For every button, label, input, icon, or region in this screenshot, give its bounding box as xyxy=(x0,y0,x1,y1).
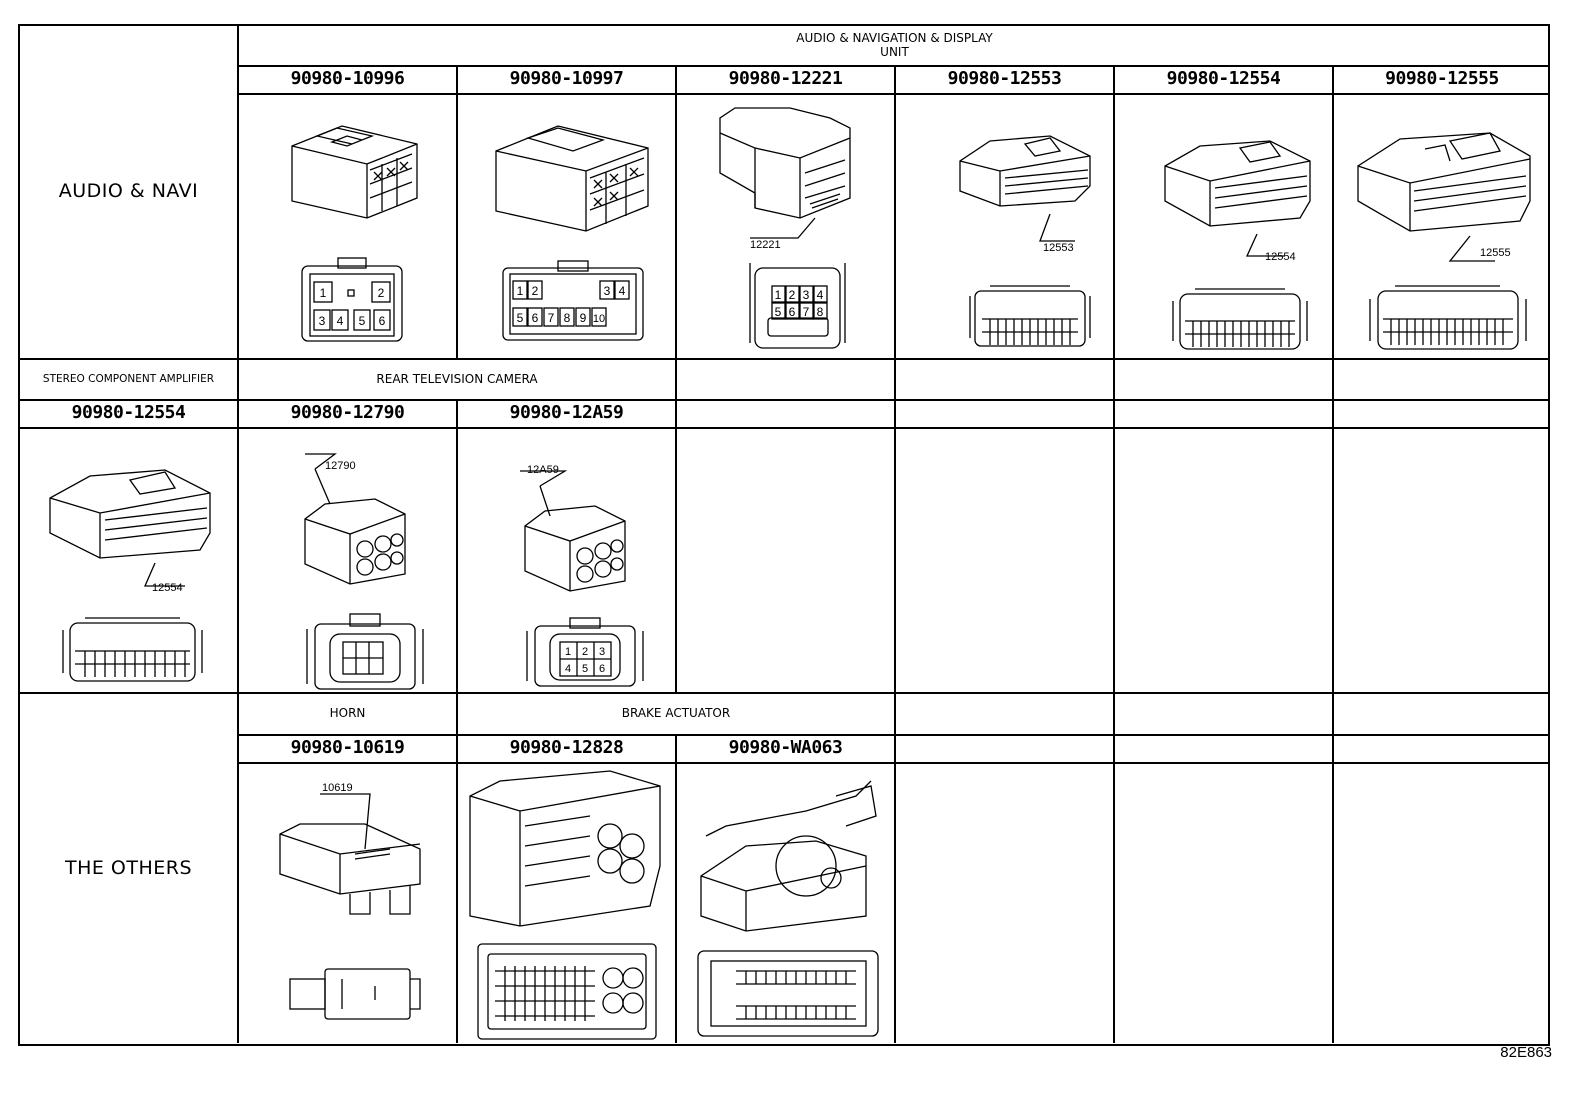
connector-12A59-drawing: 1 2 3 4 5 6 12A59 xyxy=(505,436,655,694)
drawing-ref-label: 12554 xyxy=(1265,251,1296,263)
connector-table: AUDIO & NAVI STEREO COMPONENT AMPLIFIER … xyxy=(18,24,1550,1046)
drawing-ref-label: 12554 xyxy=(152,582,183,594)
pin-label: 2 xyxy=(582,646,588,658)
pin-label: 4 xyxy=(619,284,626,298)
connector-12554-drawing: 12554 xyxy=(1155,126,1315,356)
part-number: 90980-WA063 xyxy=(728,737,843,759)
pin-label: 2 xyxy=(789,288,796,302)
part-number: 90980-12221 xyxy=(728,68,843,90)
pin-label: 7 xyxy=(548,311,555,325)
part-number: 90980-12790 xyxy=(290,402,405,424)
pin-label: 5 xyxy=(775,305,782,319)
part-number: 90980-10997 xyxy=(509,68,624,90)
pin-label: 1 xyxy=(320,286,327,300)
part-number: 90980-10996 xyxy=(290,68,405,90)
header-audio-nav-display: AUDIO & NAVIGATION & DISPLAY UNIT xyxy=(796,30,993,59)
pin-label: 2 xyxy=(532,284,539,298)
pin-label: 6 xyxy=(532,311,539,325)
connector-12790-drawing: 12790 xyxy=(285,434,435,694)
figure-id: 82E863 xyxy=(1500,1044,1552,1061)
pin-label: 6 xyxy=(379,314,386,328)
drawing-ref-label: 10619 xyxy=(322,782,353,794)
header-brake-actuator: BRAKE ACTUATOR xyxy=(621,706,731,721)
pin-label: 7 xyxy=(803,305,810,319)
pin-label: 9 xyxy=(580,311,587,325)
pin-label: 1 xyxy=(775,288,782,302)
connector-12554-amplifier-drawing: 12554 xyxy=(45,458,215,693)
part-number: 90980-12554 xyxy=(71,402,186,424)
pin-label: 3 xyxy=(319,314,326,328)
connector-12555-drawing: 12555 xyxy=(1350,121,1540,356)
connector-10619-drawing: 10619 xyxy=(270,774,440,1044)
part-number: 90980-12555 xyxy=(1385,68,1499,90)
pin-label: 5 xyxy=(359,314,366,328)
pin-label: 5 xyxy=(582,663,588,675)
pin-label: 6 xyxy=(789,305,796,319)
pin-label: 8 xyxy=(564,311,571,325)
category-stereo-amplifier: STEREO COMPONENT AMPLIFIER xyxy=(42,373,215,386)
connector-10996-drawing: 1 2 3 4 5 6 xyxy=(282,106,422,356)
pin-label: 4 xyxy=(337,314,344,328)
drawing-ref-label: 12221 xyxy=(750,239,781,251)
part-number: 90980-12A59 xyxy=(509,402,624,424)
header-rear-camera: REAR TELEVISION CAMERA xyxy=(376,371,538,386)
part-number: 90980-12554 xyxy=(1166,68,1281,90)
pin-label: 4 xyxy=(565,663,571,675)
connector-12221-drawing: 1 2 3 4 5 6 7 8 12221 xyxy=(710,98,860,358)
pin-label: 4 xyxy=(817,288,824,302)
pin-label: 2 xyxy=(378,286,385,300)
connector-WA063-drawing xyxy=(686,766,891,1044)
category-audio-navi: AUDIO & NAVI xyxy=(58,180,199,203)
drawing-ref-label: 12A59 xyxy=(527,464,559,476)
part-number: 90980-12553 xyxy=(947,68,1062,90)
pin-label: 5 xyxy=(517,311,524,325)
drawing-ref-label: 12555 xyxy=(1480,247,1511,259)
pin-label: 1 xyxy=(517,284,524,298)
pin-label: 3 xyxy=(803,288,810,302)
category-the-others: THE OTHERS xyxy=(64,856,193,879)
connector-10997-drawing: 1 2 3 4 5 6 7 8 9 10 xyxy=(488,106,653,356)
drawing-ref-label: 12553 xyxy=(1043,242,1074,254)
part-number: 90980-12828 xyxy=(509,737,624,759)
pin-label: 8 xyxy=(817,305,824,319)
drawing-ref-label: 12790 xyxy=(325,460,356,472)
connector-12553-drawing: 12553 xyxy=(950,126,1100,356)
pin-label: 6 xyxy=(599,663,605,675)
pin-label: 10 xyxy=(593,313,605,325)
pin-label: 1 xyxy=(565,646,571,658)
header-horn: HORN xyxy=(329,706,366,721)
pin-label: 3 xyxy=(604,284,611,298)
part-number: 90980-10619 xyxy=(290,737,405,759)
pin-label: 3 xyxy=(599,646,605,658)
connector-12828-drawing xyxy=(460,766,672,1044)
